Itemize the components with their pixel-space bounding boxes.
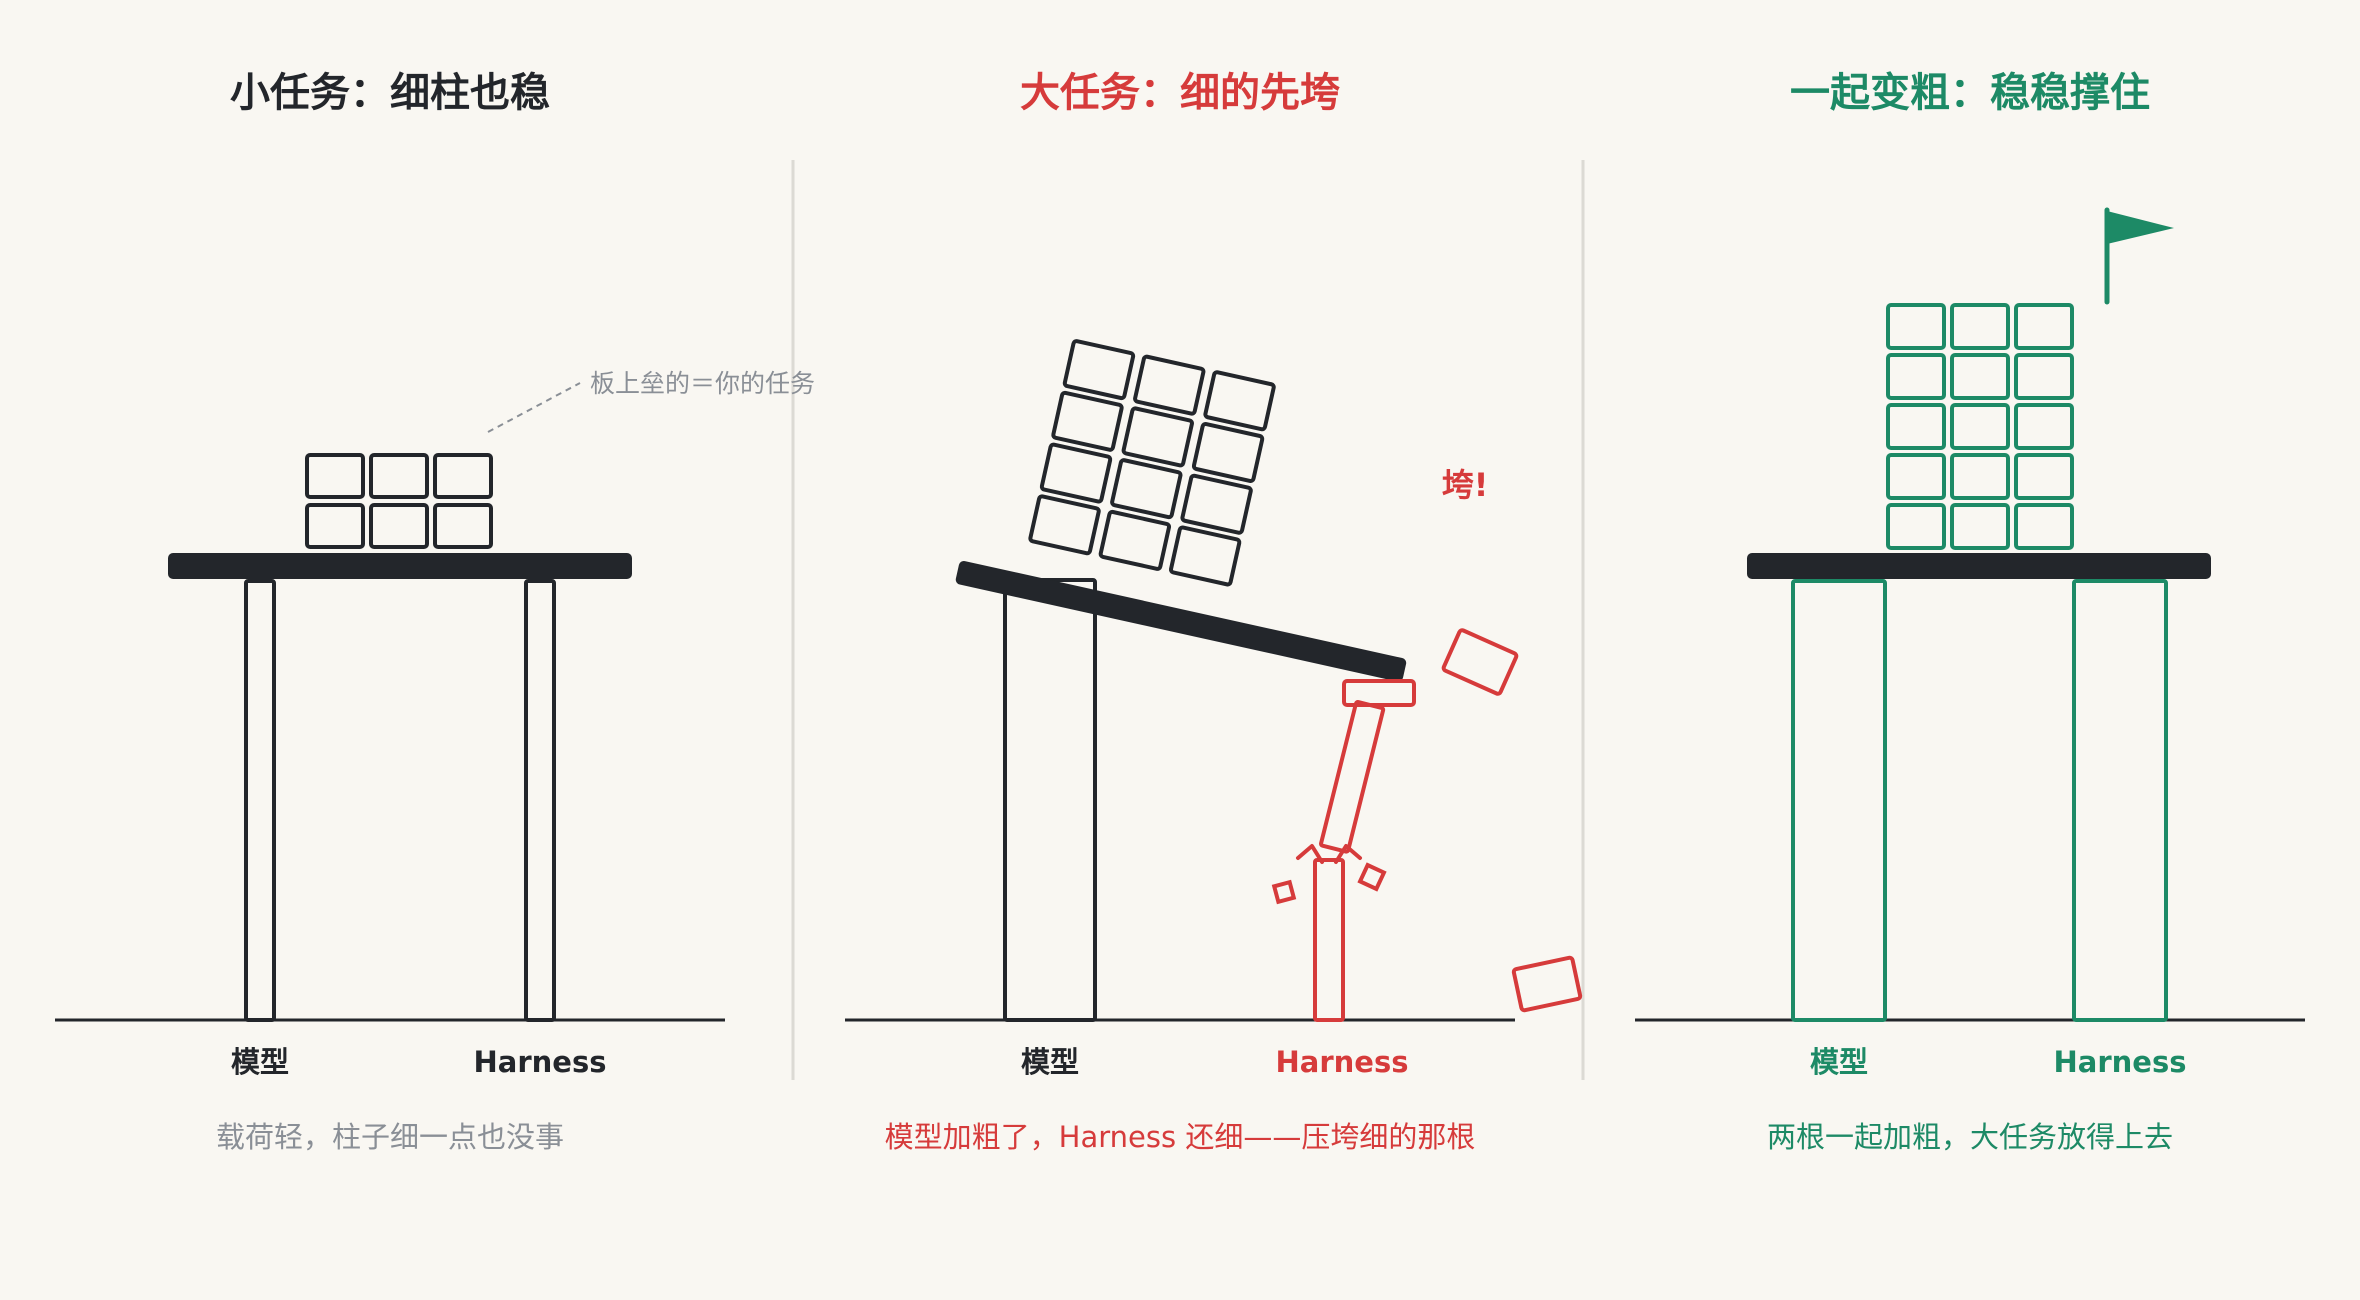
panel-title: 小任务：细柱也稳	[230, 70, 550, 116]
task-block	[1051, 390, 1124, 452]
task-block	[369, 453, 429, 499]
table-board	[955, 560, 1407, 682]
task-blocks	[1028, 339, 1276, 587]
task-block	[1098, 509, 1172, 571]
falling-block	[1511, 955, 1583, 1013]
task-blocks	[1886, 303, 2074, 550]
crack-marks	[1296, 844, 1362, 864]
annotation-leader	[487, 382, 581, 433]
task-block	[1110, 458, 1183, 520]
falling-block	[1441, 628, 1519, 696]
task-block	[1062, 339, 1136, 401]
debris-fragment	[1271, 879, 1297, 905]
collapse-exclamation: 垮!	[1442, 466, 1489, 504]
harness-pillar-fragment	[1319, 700, 1386, 854]
task-block	[1950, 503, 2010, 550]
task-block	[1121, 406, 1194, 468]
task-block	[1886, 353, 1946, 400]
panel-caption: 模型加粗了，Harness 还细——压垮细的那根	[885, 1120, 1476, 1154]
task-block	[2014, 403, 2074, 450]
harness-pillar-base	[1313, 858, 1345, 1022]
task-block	[1950, 303, 2010, 350]
model-pillar	[244, 579, 276, 1022]
task-blocks	[305, 453, 493, 549]
harness-pillar	[2072, 579, 2168, 1022]
debris-fragment	[1357, 862, 1387, 892]
task-block	[369, 503, 429, 549]
task-block	[1180, 473, 1253, 535]
task-block	[305, 503, 365, 549]
task-block	[1191, 422, 1265, 483]
harness-label: Harness	[2054, 1045, 2187, 1079]
task-block	[2014, 453, 2074, 500]
panel-big-task: 大任务：细的先垮	[845, 70, 1583, 1154]
task-block	[1028, 494, 1101, 556]
panel-title: 一起变粗：稳稳撑住	[1790, 70, 2150, 116]
harness-pillar	[524, 579, 556, 1022]
model-label: 模型	[1021, 1045, 1079, 1079]
task-block	[1950, 353, 2010, 400]
model-pillar	[1003, 578, 1097, 1022]
panel-caption: 载荷轻，柱子细一点也没事	[216, 1120, 564, 1154]
model-label: 模型	[231, 1045, 289, 1079]
harness-label: Harness	[1276, 1045, 1409, 1079]
task-block	[1133, 354, 1206, 416]
model-pillar	[1791, 579, 1887, 1022]
harness-pillar-cap	[1342, 679, 1416, 707]
task-block	[2014, 353, 2074, 400]
broken-harness-pillar	[1271, 679, 1416, 1022]
task-block	[2014, 503, 2074, 550]
task-block	[1168, 525, 1242, 587]
panel-small-task: 小任务：细柱也稳 板上垒的＝你的任务 模型 Harness 载荷轻，柱子细一点也…	[55, 70, 815, 1154]
task-block	[433, 453, 493, 499]
task-block	[1886, 403, 1946, 450]
task-block	[2014, 303, 2074, 350]
table-board	[1747, 553, 2211, 579]
table-board	[168, 553, 632, 579]
task-block	[1203, 370, 1276, 432]
task-block	[305, 453, 365, 499]
harness-label: Harness	[474, 1045, 607, 1079]
task-block	[1950, 403, 2010, 450]
annotation-text: 板上垒的＝你的任务	[590, 369, 815, 398]
task-block	[1886, 453, 1946, 500]
panel-caption: 两根一起加粗，大任务放得上去	[1767, 1120, 2173, 1154]
task-block	[433, 503, 493, 549]
model-label: 模型	[1810, 1045, 1868, 1079]
task-block	[1886, 503, 1946, 550]
panel-title: 大任务：细的先垮	[1020, 70, 1340, 116]
task-block	[1950, 453, 2010, 500]
flag-icon	[2104, 207, 2174, 305]
panel-both-thicker: 一起变粗：稳稳撑住 模型 Harness 两	[1635, 70, 2305, 1154]
task-block	[1886, 303, 1946, 350]
task-block	[1039, 442, 1113, 504]
